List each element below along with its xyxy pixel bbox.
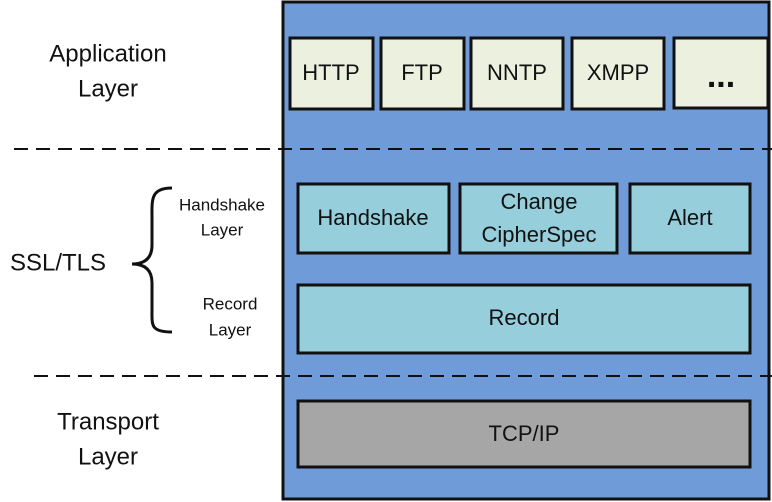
alert-box — [628, 182, 752, 255]
more-protocols-box — [672, 36, 770, 110]
xmpp-box — [570, 36, 666, 111]
change-cipher-spec-label-2: CipherSpec — [482, 222, 597, 247]
handshake-layer-label-2: Layer — [201, 220, 244, 239]
transport-layer-label-2: Layer — [78, 443, 138, 470]
ftp-label: FTP — [401, 60, 443, 85]
nntp-label: NNTP — [487, 60, 547, 85]
tcp-ip-box — [296, 399, 752, 469]
record-box — [296, 283, 752, 355]
application-layer-label-1: Application — [49, 40, 166, 67]
http-box — [288, 36, 375, 111]
ssl-tls-label: SSL/TLS — [10, 249, 106, 276]
tcp-ip-label: TCP/IP — [489, 421, 560, 446]
handshake-label: Handshake — [317, 205, 428, 230]
http-label: HTTP — [302, 60, 359, 85]
application-layer-label-2: Layer — [78, 75, 138, 102]
record-layer-label-2: Layer — [209, 320, 252, 339]
xmpp-label: XMPP — [587, 60, 649, 85]
brace-icon — [131, 186, 173, 334]
nntp-box — [469, 36, 565, 111]
alert-label: Alert — [667, 205, 712, 230]
change-cipher-spec-box — [458, 182, 619, 255]
more-protocols-label: ... — [707, 57, 735, 95]
transport-layer-label-1: Transport — [57, 408, 159, 435]
handshake-layer-label-1: Handshake — [179, 195, 265, 214]
ftp-box — [379, 36, 466, 111]
record-label: Record — [489, 305, 560, 330]
handshake-box — [296, 182, 451, 255]
record-layer-label-1: Record — [203, 294, 258, 313]
change-cipher-spec-label-1: Change — [500, 189, 577, 214]
